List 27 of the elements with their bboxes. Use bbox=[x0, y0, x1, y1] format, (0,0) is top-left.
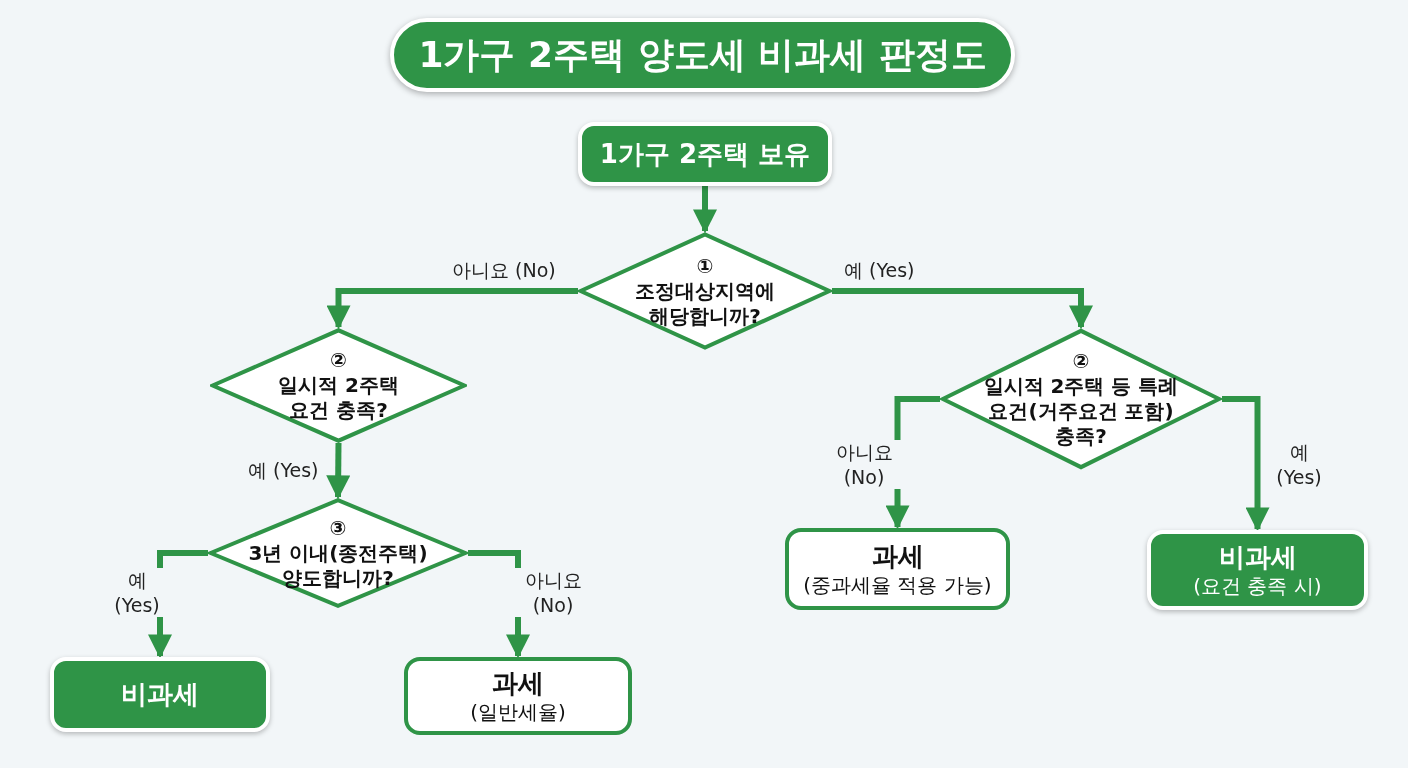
result-box bbox=[50, 657, 270, 732]
result-text: 1가구 2주택 보유 bbox=[599, 137, 811, 171]
result-text: 비과세 bbox=[121, 678, 199, 711]
question-text: 일시적 2주택 등 특례 요건(거주요건 포함) 충족? bbox=[982, 374, 1180, 449]
result-box bbox=[404, 657, 632, 735]
arrow bbox=[326, 288, 578, 330]
arrow bbox=[326, 442, 351, 500]
arrow bbox=[1222, 396, 1270, 532]
step-number: ① bbox=[696, 253, 714, 279]
question-text: 3년 이내(종전주택) 양도합니까? bbox=[247, 540, 429, 591]
note-text: (중과세율 적용 가능) bbox=[803, 572, 992, 598]
title-banner: 1가구 2주택 양도세 비과세 판정도 bbox=[390, 18, 1015, 92]
question-text: 조정대상지역에 해당합니까? bbox=[635, 278, 775, 329]
note-text: (요건 충족 시) bbox=[1193, 573, 1322, 599]
result-text: 과세 bbox=[871, 540, 924, 573]
start-box bbox=[578, 122, 832, 186]
step-number: ② bbox=[1072, 349, 1090, 374]
result-text: 비과세 bbox=[1218, 541, 1297, 574]
question-text: 일시적 2주택 요건 충족? bbox=[277, 373, 400, 423]
note-text: (일반세율) bbox=[470, 699, 566, 725]
result-text: 과세 bbox=[492, 667, 544, 700]
arrow bbox=[832, 288, 1093, 330]
result-box bbox=[1147, 530, 1368, 610]
arrow bbox=[693, 186, 717, 234]
step-number: ③ bbox=[329, 515, 347, 541]
result-box bbox=[785, 528, 1010, 610]
step-number: ② bbox=[330, 348, 347, 373]
